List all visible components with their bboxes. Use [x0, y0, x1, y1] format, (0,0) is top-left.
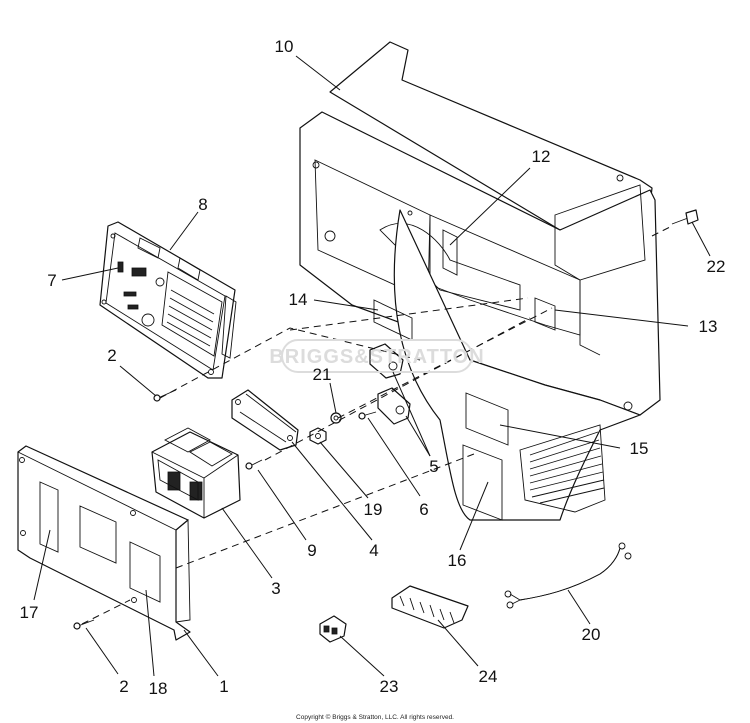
callout-21: 21	[313, 365, 332, 384]
callout-12: 12	[532, 147, 551, 166]
callout-15: 15	[630, 439, 649, 458]
label-15-shape	[465, 392, 509, 446]
callout-6: 6	[419, 500, 428, 519]
callout-13: 13	[699, 317, 718, 336]
nut-19	[309, 427, 327, 445]
callout-2-lower: 2	[119, 677, 128, 696]
callout-16: 16	[448, 551, 467, 570]
clip-upper	[369, 343, 404, 379]
assembly-lines	[81, 225, 673, 625]
callout-23: 23	[380, 677, 399, 696]
wire-harness	[504, 542, 632, 609]
leader-lines	[33, 55, 711, 677]
terminal-block	[391, 585, 469, 629]
callout-10: 10	[275, 37, 294, 56]
bracket	[231, 389, 299, 451]
callout-24: 24	[479, 667, 498, 686]
callout-17: 17	[20, 603, 39, 622]
callout-19: 19	[364, 500, 383, 519]
clip-lower	[377, 387, 411, 425]
screw-6	[358, 411, 377, 420]
circuit-breaker	[151, 427, 241, 519]
callout-7: 7	[47, 271, 56, 290]
callout-4: 4	[369, 541, 378, 560]
watermark-text: BRIGGS&STRATTON	[269, 346, 484, 368]
callout-18: 18	[149, 679, 168, 698]
callout-22: 22	[707, 257, 726, 276]
callout-labels: 10 12 8 7 22 14 13 2 21 15 5 19 6 9 4 16…	[20, 37, 726, 698]
callout-8: 8	[198, 195, 207, 214]
screw-9	[245, 459, 263, 470]
callout-20: 20	[582, 625, 601, 644]
front-cover-plate	[17, 445, 191, 641]
control-panel-board	[99, 221, 237, 379]
screw-2-lower	[73, 619, 95, 630]
control-panel-housing	[299, 41, 661, 521]
watermark: BRIGGS&STRATTON	[269, 339, 484, 373]
callout-1: 1	[219, 677, 228, 696]
label-16-shape	[462, 444, 503, 521]
screw-22	[671, 209, 699, 225]
callout-9: 9	[307, 541, 316, 560]
callout-14: 14	[289, 290, 308, 309]
connector-23	[319, 615, 347, 643]
callout-5: 5	[429, 457, 438, 476]
callout-3: 3	[271, 579, 280, 598]
callout-2-upper: 2	[107, 346, 116, 365]
washer-21	[330, 412, 342, 424]
copyright-notice: Copyright © Briggs & Stratton, LLC. All …	[296, 713, 454, 721]
